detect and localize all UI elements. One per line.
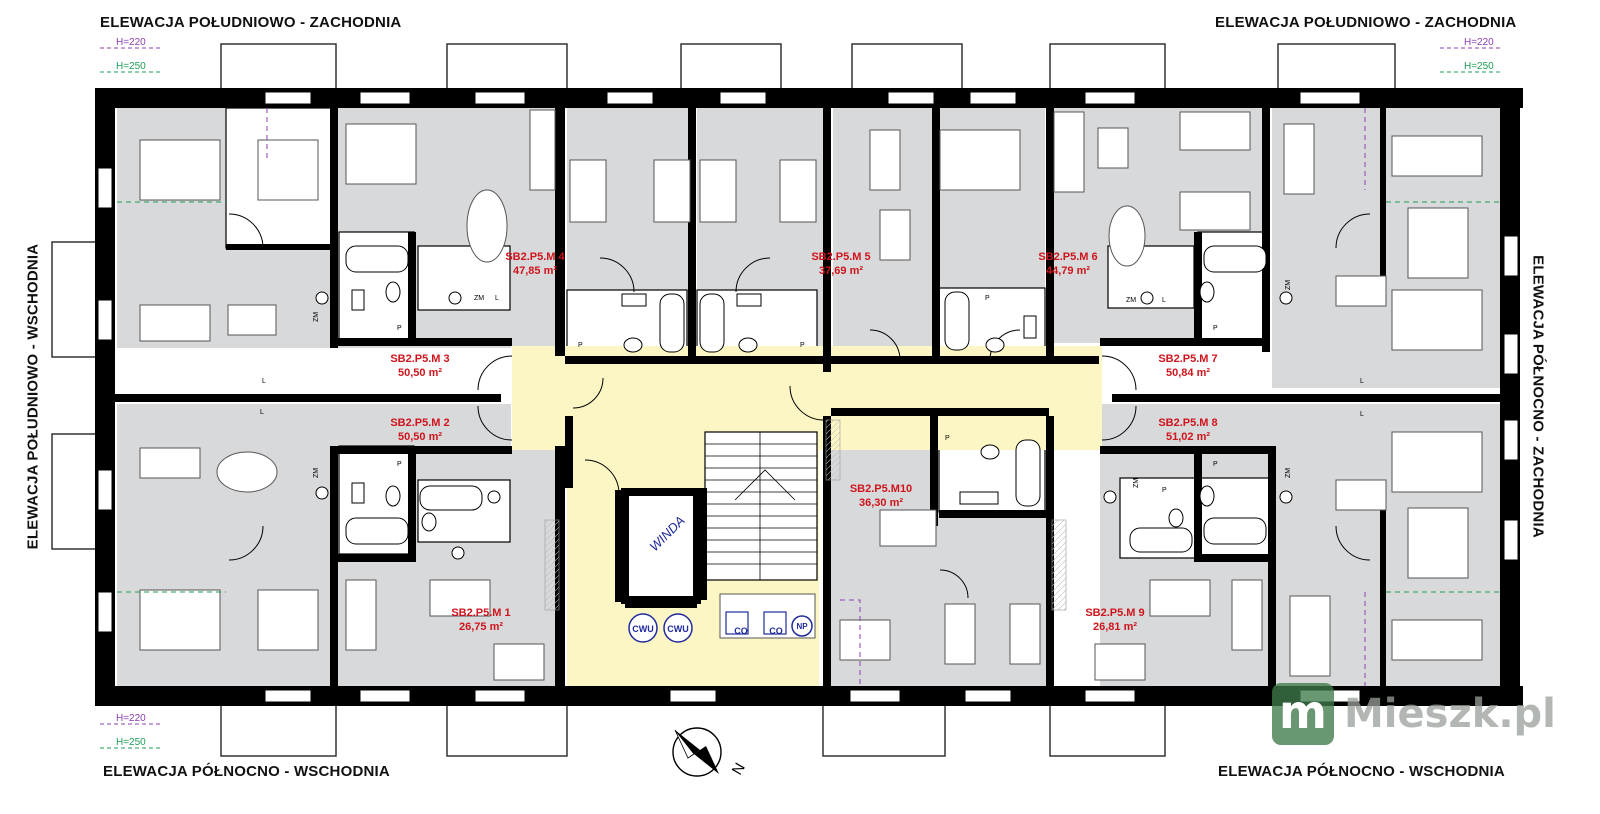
height-mark-220: H=220 xyxy=(1464,37,1494,48)
internal-walls xyxy=(115,104,1502,688)
balconies-left xyxy=(51,241,100,550)
elevation-right: ELEWACJA PÓŁNOCNO - ZACHODNIA xyxy=(1529,255,1547,538)
fixture-zm: ZM xyxy=(474,295,484,302)
unit-name: SB2.P5.M 5 xyxy=(811,251,871,263)
fixture-zm: ZM xyxy=(1285,280,1292,290)
fixture-l: L xyxy=(1360,378,1364,385)
unit-label-m9: SB2.P5.M 9 26,81 m² xyxy=(1070,606,1160,634)
height-mark-220: H=220 xyxy=(116,713,146,724)
unit-area: 50,50 m² xyxy=(397,367,443,379)
unit-name: SB2.P5.M 4 xyxy=(505,251,565,263)
elevation-top-right: ELEWACJA POŁUDNIOWO - ZACHODNIA xyxy=(1215,14,1517,31)
unit-area: 50,50 m² xyxy=(397,431,443,443)
sanitary xyxy=(315,281,1293,560)
unit-name: SB2.P5.M 1 xyxy=(451,607,511,619)
fixture-l: L xyxy=(260,409,264,416)
co-label-1: CO xyxy=(734,626,748,636)
watermark: m Mieszk.pl xyxy=(1272,683,1572,753)
co-boxes xyxy=(725,611,787,635)
compass-north-label: N xyxy=(729,760,749,778)
unit-area: 51,02 m² xyxy=(1165,431,1211,443)
unit-label-m2: SB2.P5.M 2 50,50 m² xyxy=(375,416,465,444)
unit-area: 44,79 m² xyxy=(1045,265,1091,277)
fixture-zm: ZM xyxy=(1126,297,1136,304)
fixture-p: P xyxy=(397,461,402,468)
ceiling-lines xyxy=(117,108,1500,686)
unit-label-m4: SB2.P5.M 4 47,85 m² xyxy=(490,250,580,278)
fixture-p: P xyxy=(985,295,990,302)
cwu-label-1: CWU xyxy=(632,624,654,634)
height-mark-250: H=250 xyxy=(1464,61,1494,72)
fixture-p: P xyxy=(1213,461,1218,468)
fixture-p: P xyxy=(578,342,583,349)
height-mark-220: H=220 xyxy=(116,37,146,48)
elevation-top-left: ELEWACJA POŁUDNIOWO - ZACHODNIA xyxy=(100,14,402,31)
unit-name: SB2.P5.M 9 xyxy=(1085,607,1145,619)
unit-name: SB2.P5.M 3 xyxy=(390,353,450,365)
watermark-logo xyxy=(1272,683,1334,745)
fixture-zm: ZM xyxy=(1133,478,1140,488)
fixture-l: L xyxy=(495,295,499,302)
unit-name: SB2.P5.M 2 xyxy=(390,417,450,429)
fixture-l: L xyxy=(1162,297,1166,304)
fixture-p: P xyxy=(1162,487,1167,494)
height-marker-lines xyxy=(100,47,1500,749)
watermark-logo-letter: m xyxy=(1279,685,1327,739)
unit-area: 26,81 m² xyxy=(1092,621,1138,633)
cwu-label-2: CWU xyxy=(667,624,689,634)
fixture-l: L xyxy=(1360,411,1364,418)
height-mark-250: H=250 xyxy=(116,61,146,72)
unit-name: SB2.P5.M 6 xyxy=(1038,251,1098,263)
unit-label-m7: SB2.P5.M 7 50,84 m² xyxy=(1143,352,1233,380)
elevation-bottom-left: ELEWACJA PÓŁNOCNO - WSCHODNIA xyxy=(103,763,390,780)
fixture-zm: ZM xyxy=(825,315,832,325)
windows xyxy=(97,91,1519,703)
bathtubs xyxy=(345,245,1267,553)
unit-label-m8: SB2.P5.M 8 51,02 m² xyxy=(1143,416,1233,444)
unit-label-m3: SB2.P5.M 3 50,50 m² xyxy=(375,352,465,380)
unit-area: 47,85 m² xyxy=(512,265,558,277)
unit-label-m5: SB2.P5.M 5 37,69 m² xyxy=(796,250,886,278)
unit-area: 37,69 m² xyxy=(818,265,864,277)
fixture-zm: ZM xyxy=(1285,468,1292,478)
fixture-zm: ZM xyxy=(313,312,320,322)
shaft-symbols xyxy=(628,613,813,643)
balconies-top xyxy=(220,43,1396,93)
fixture-p: P xyxy=(945,435,950,442)
co-label-2: CO xyxy=(769,626,783,636)
fixture-l: L xyxy=(262,378,266,385)
fixture-p: P xyxy=(1213,325,1218,332)
unit-name: SB2.P5.M 7 xyxy=(1158,353,1218,365)
elevation-bottom-right: ELEWACJA PÓŁNOCNO - WSCHODNIA xyxy=(1218,763,1505,780)
unit-area: 36,30 m² xyxy=(858,497,904,509)
cwu-symbol-1 xyxy=(628,613,658,643)
height-mark-250: H=250 xyxy=(116,737,146,748)
np-symbol xyxy=(791,615,813,637)
unit-label-m10: SB2.P5.M10 36,30 m² xyxy=(836,482,926,510)
staircase xyxy=(704,431,818,581)
stair-steps xyxy=(705,432,817,580)
unit-area: 50,84 m² xyxy=(1165,367,1211,379)
np-label: NP xyxy=(796,622,808,631)
unit-label-m1: SB2.P5.M 1 26,75 m² xyxy=(436,606,526,634)
furniture xyxy=(139,109,1483,681)
unit-name: SB2.P5.M 8 xyxy=(1158,417,1218,429)
compass-icon xyxy=(672,727,722,777)
fixture-zm: ZM xyxy=(313,468,320,478)
unit-name: SB2.P5.M10 xyxy=(849,483,913,495)
wet-rooms xyxy=(225,107,1271,559)
outer-walls xyxy=(95,88,1523,706)
unit-area: 26,75 m² xyxy=(458,621,504,633)
structural-hatch xyxy=(544,419,1067,611)
watermark-text: Mieszk.pl xyxy=(1344,691,1556,737)
fixture-p: P xyxy=(397,325,402,332)
unit-label-m6: SB2.P5.M 6 44,79 m² xyxy=(1023,250,1113,278)
elevation-left: ELEWACJA POŁUDNIOWO - WSCHODNIA xyxy=(24,243,42,550)
cwu-symbol-2 xyxy=(663,613,693,643)
fixture-p: P xyxy=(800,342,805,349)
